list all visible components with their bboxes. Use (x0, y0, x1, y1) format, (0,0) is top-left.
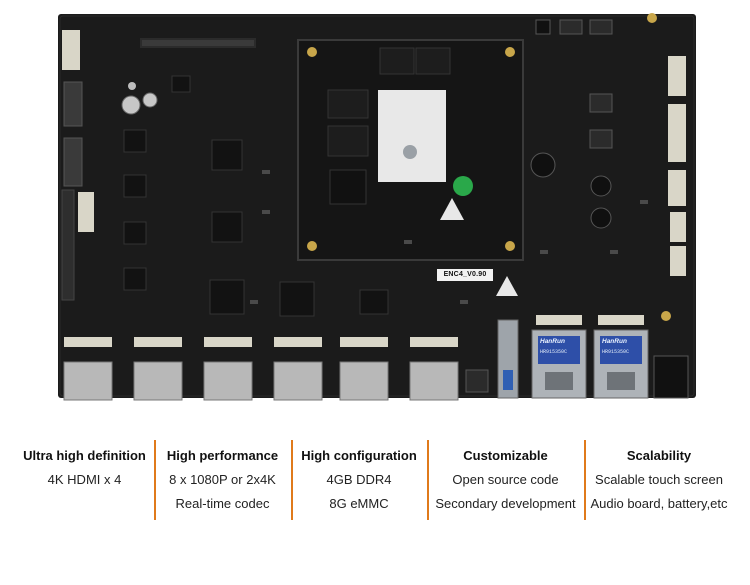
ethernet-model-label-2: HR915350C (602, 349, 630, 355)
som-module (297, 39, 524, 261)
hdmi-ports (63, 361, 459, 401)
board-photo: ENC4_V0.90 HanRun HR915350C HanRun HR915… (58, 13, 696, 401)
right-connector-1 (668, 56, 686, 96)
feature-detail: 4GB DDR4 (326, 472, 392, 487)
feature-title: Ultra high definition (23, 448, 146, 463)
column-divider (584, 440, 586, 520)
esd-warning-icon (440, 198, 464, 220)
ethernet-ports (531, 329, 649, 399)
feature-detail: Secondary development (435, 496, 576, 511)
feature-title: High performance (166, 448, 279, 463)
ethernet-brand-label-2: HanRun (602, 338, 627, 345)
feature-column: Ultra high definition 4K HDMI x 4 (15, 440, 154, 520)
feature-column: Customizable Open source code Secondary … (427, 440, 584, 520)
feature-column: Scalability Scalable touch screen Audio … (584, 440, 734, 520)
pcb-board-illustration (58, 13, 696, 401)
left-connector-1 (62, 30, 80, 70)
feature-column: High performance 8 x 1080P or 2x4K Real-… (154, 440, 291, 520)
pcb-version-label: ENC4_V0.90 (437, 269, 493, 281)
feature-strip: Ultra high definition 4K HDMI x 4 High p… (15, 440, 750, 520)
feature-detail: 8G eMMC (329, 496, 389, 511)
left-connector-2 (63, 81, 83, 127)
right-connector-2 (668, 104, 686, 162)
ethernet-brand-label-1: HanRun (540, 338, 565, 345)
column-divider (154, 440, 156, 520)
feature-detail: Audio board, battery,etc (590, 496, 728, 511)
top-pin-header (140, 38, 256, 48)
feature-title: High configuration (301, 448, 417, 463)
feature-detail: 8 x 1080P or 2x4K (169, 472, 276, 487)
soc-chip (378, 90, 446, 182)
right-connector-3 (668, 170, 686, 206)
feature-detail: Scalable touch screen (595, 472, 723, 487)
dc-jack (653, 355, 689, 399)
feature-detail: 4K HDMI x 4 (47, 472, 122, 487)
feature-column: High configuration 4GB DDR4 8G eMMC (291, 440, 427, 520)
feature-title: Customizable (463, 448, 548, 463)
column-divider (291, 440, 293, 520)
feature-detail: Open source code (452, 472, 559, 487)
left-pin-header (61, 189, 75, 301)
ethernet-model-label-1: HR915350C (540, 349, 568, 355)
left-connector-4 (78, 192, 94, 232)
feature-detail: Real-time codec (175, 496, 270, 511)
column-divider (427, 440, 429, 520)
feature-title: Scalability (626, 448, 692, 463)
left-connector-3 (63, 137, 83, 187)
